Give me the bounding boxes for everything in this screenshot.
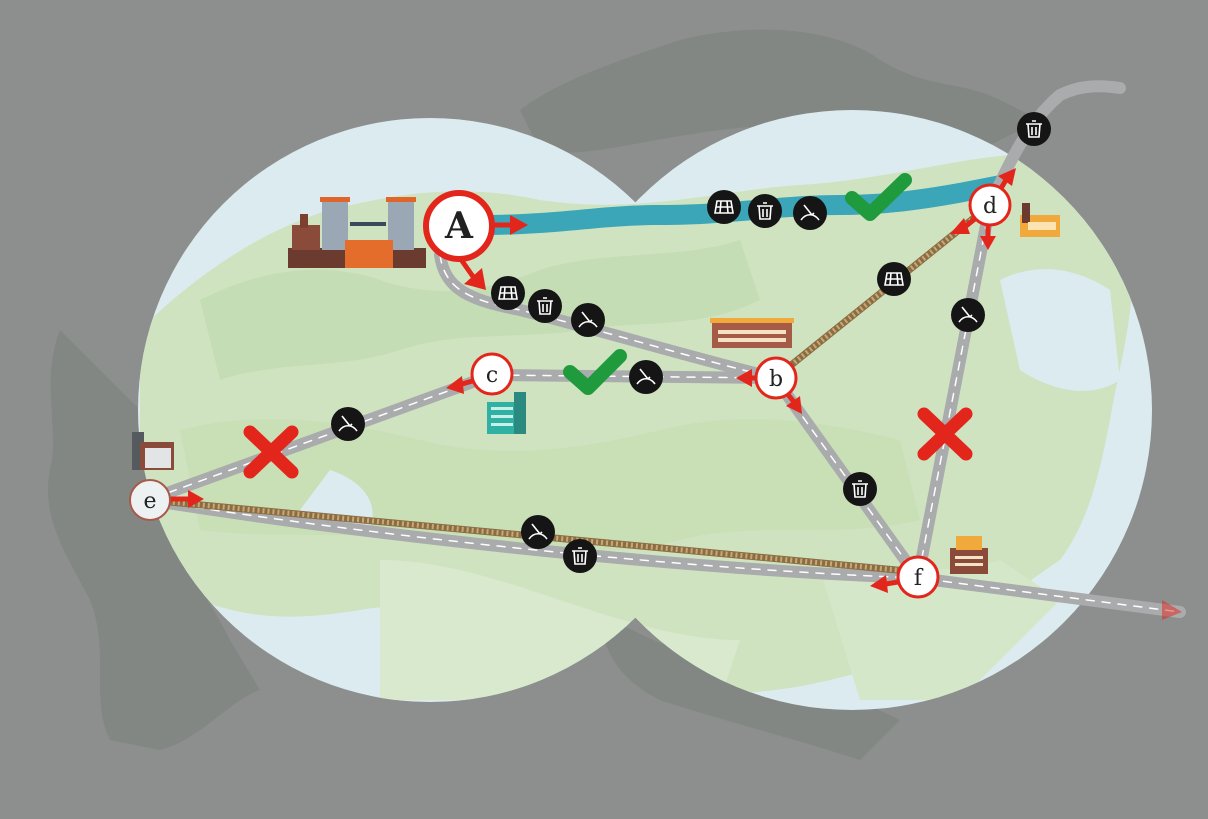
solar-panel-icon xyxy=(877,262,911,296)
node-e[interactable]: e xyxy=(129,479,171,521)
exit-arrow-icon xyxy=(1162,600,1182,620)
dig-icon xyxy=(521,515,555,549)
trash-icon xyxy=(843,472,877,506)
node-label: b xyxy=(769,367,783,392)
dig-icon xyxy=(793,196,827,230)
trash-icon xyxy=(748,194,782,228)
node-f[interactable]: f xyxy=(896,555,940,599)
node-c[interactable]: c xyxy=(470,352,514,396)
trash-icon xyxy=(1017,112,1051,146)
apartment-building-icon xyxy=(950,536,988,574)
solar-panel-icon xyxy=(707,190,741,224)
node-A[interactable]: A xyxy=(423,190,495,262)
dig-icon xyxy=(629,360,663,394)
office-building-icon xyxy=(487,392,526,434)
dig-icon xyxy=(571,303,605,337)
node-label: e xyxy=(143,489,156,514)
arrow-icon xyxy=(870,575,901,593)
status-markers xyxy=(243,173,973,479)
approved-check-icon xyxy=(563,349,627,395)
node-label: d xyxy=(983,194,997,219)
constraint-icons xyxy=(331,112,1051,573)
hangar-icon xyxy=(132,432,174,470)
factory-icon xyxy=(1020,203,1060,237)
dig-icon xyxy=(331,407,365,441)
power-plant-icon xyxy=(288,197,426,268)
node-label: A xyxy=(444,205,474,247)
node-label: f xyxy=(914,566,924,591)
trash-icon xyxy=(528,289,562,323)
blocked-cross-icon xyxy=(243,425,299,479)
node-d[interactable]: d xyxy=(968,183,1012,227)
node-b[interactable]: b xyxy=(754,356,798,400)
road-network xyxy=(142,80,1186,618)
approved-check-icon xyxy=(845,173,912,221)
warehouse-icon xyxy=(710,318,794,348)
solar-panel-icon xyxy=(491,276,525,310)
trash-icon xyxy=(563,539,597,573)
dig-icon xyxy=(951,298,985,332)
blocked-cross-icon xyxy=(917,407,973,461)
node-label: c xyxy=(486,363,498,388)
